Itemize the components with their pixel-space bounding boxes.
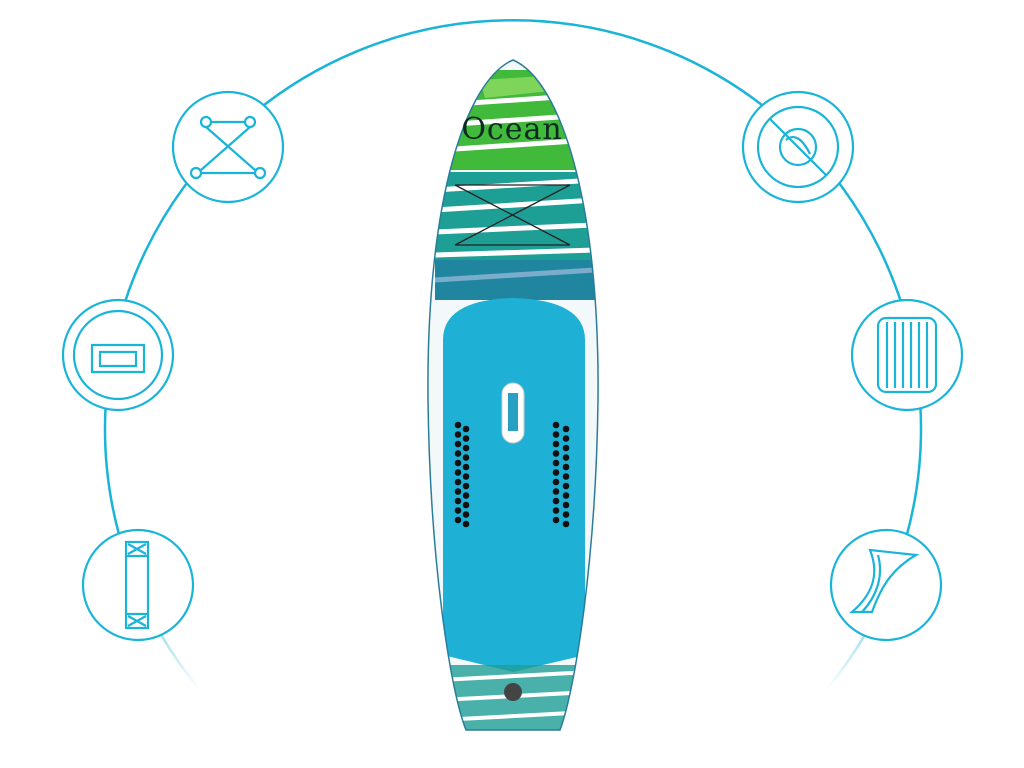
traction-dot — [462, 425, 470, 433]
traction-dot — [454, 450, 462, 457]
traction-dot — [454, 497, 462, 505]
traction-dot — [454, 507, 462, 514]
drop-stitch-icon — [850, 298, 964, 412]
traction-dot — [562, 473, 570, 480]
traction-dot — [552, 440, 560, 448]
traction-dot — [562, 454, 570, 461]
traction-dot — [552, 507, 560, 514]
traction-dot — [462, 463, 470, 471]
traction-dot — [462, 520, 470, 528]
carry-handle-icon — [61, 298, 175, 412]
traction-dot — [462, 473, 470, 480]
traction-dot — [462, 444, 470, 452]
traction-dot — [462, 454, 470, 461]
traction-dot — [462, 435, 470, 442]
traction-dot — [462, 482, 470, 490]
traction-dot — [562, 435, 570, 442]
traction-dot — [552, 421, 560, 429]
traction-dot — [454, 488, 462, 495]
traction-dot — [552, 459, 560, 467]
board-logo: Ocean — [461, 112, 563, 147]
traction-dot — [562, 425, 570, 433]
traction-dot — [552, 497, 560, 505]
paddle-board — [427, 60, 599, 730]
traction-dot — [552, 488, 560, 495]
bungee-cord-icon — [171, 90, 285, 204]
traction-dot — [562, 511, 570, 518]
inflatable-board-icon — [81, 528, 195, 642]
fin-icon — [829, 528, 943, 642]
traction-dot — [454, 440, 462, 448]
traction-dot — [454, 478, 462, 486]
feature-arc — [103, 19, 923, 691]
traction-dots — [454, 421, 570, 528]
non-slip-icon — [741, 90, 855, 204]
traction-dot — [562, 444, 570, 452]
traction-dot — [562, 520, 570, 528]
traction-dot — [562, 463, 570, 471]
traction-dot — [562, 482, 570, 490]
traction-dot — [552, 469, 560, 476]
traction-dot — [462, 511, 470, 518]
traction-dot — [454, 516, 462, 524]
traction-dot — [454, 469, 462, 476]
traction-dot — [462, 492, 470, 499]
traction-dot — [454, 459, 462, 467]
traction-dot — [552, 478, 560, 486]
traction-dot — [454, 431, 462, 438]
traction-dot — [562, 501, 570, 509]
traction-dot — [552, 450, 560, 457]
traction-dot — [454, 421, 462, 429]
traction-dot — [552, 516, 560, 524]
traction-dot — [562, 492, 570, 499]
traction-dot — [552, 431, 560, 438]
traction-dot — [462, 501, 470, 509]
